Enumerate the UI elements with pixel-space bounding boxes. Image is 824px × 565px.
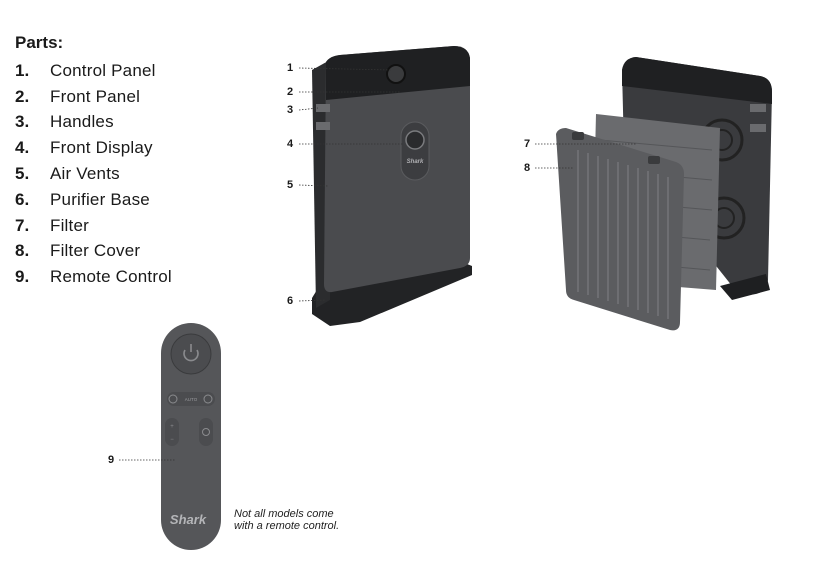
part-name: Filter [50, 215, 89, 235]
note-line: with a remote control. [234, 520, 340, 532]
minus-icon: − [170, 437, 174, 443]
callout-label: 4 [287, 138, 294, 150]
remote-body [161, 323, 221, 550]
part-item: 9. Remote Control [15, 264, 172, 290]
callout-label: 2 [287, 86, 293, 98]
part-number: 8. [15, 241, 30, 261]
callout-label: 5 [287, 179, 293, 191]
part-number: 7. [15, 215, 30, 235]
purifier-exploded-illustration [556, 57, 772, 331]
part-number: 3. [15, 112, 30, 132]
remote-timer-rocker [199, 418, 213, 446]
power-icon [405, 130, 425, 150]
part-name: Control Panel [50, 60, 156, 80]
handle [750, 124, 766, 132]
night-icon [203, 394, 213, 404]
callout-label: 6 [287, 295, 293, 307]
handle [316, 104, 330, 112]
note-line: Not all models come [234, 508, 334, 520]
part-number: 9. [15, 267, 30, 287]
purifier-body [324, 46, 470, 293]
callouts: 1 2 3 4 5 6 7 8 9 [108, 62, 636, 466]
part-item: 8. Filter Cover [15, 239, 172, 265]
callout-label: 3 [287, 104, 293, 116]
part-item: 5. Air Vents [15, 161, 172, 187]
power-icon [183, 349, 199, 362]
callout-label: 1 [287, 62, 293, 74]
part-name: Air Vents [50, 164, 120, 184]
part-number: 2. [15, 86, 30, 106]
part-number: 5. [15, 164, 30, 184]
part-item: 4. Front Display [15, 135, 172, 161]
leader-line [298, 67, 393, 71]
part-item: 1. Control Panel [15, 58, 172, 84]
clean-sense-icon [168, 394, 178, 404]
remote-power-button [170, 333, 212, 375]
timer-icon [202, 428, 210, 436]
part-name: Front Display [50, 138, 153, 158]
dial-icon [386, 64, 406, 84]
part-name: Remote Control [50, 267, 172, 287]
callout-label: 9 [108, 454, 114, 466]
handle [316, 122, 330, 130]
filter-pleat [599, 139, 713, 151]
part-name: Purifier Base [50, 189, 150, 209]
remote-mode-bar [167, 392, 215, 406]
part-item: 3. Handles [15, 110, 172, 136]
parts-list: 1.Control Panel 2.Front Panel 3.Handles … [15, 58, 172, 290]
part-item: 6. Purifier Base [15, 187, 172, 213]
auto-label: AUTO [185, 397, 198, 402]
remote-fan-speed-rocker [165, 418, 179, 446]
remote-control-illustration: AUTO + − Shark [161, 323, 221, 550]
leader-line [298, 107, 319, 111]
remote-brand-logo: Shark [170, 512, 207, 527]
brand-logo: Shark [407, 159, 424, 165]
purifier-front-illustration: Shark [312, 46, 472, 326]
leader-line [298, 184, 329, 187]
cover-tab [648, 156, 660, 164]
handle [750, 104, 766, 112]
housing-base [720, 274, 770, 300]
plus-icon: + [170, 424, 174, 430]
part-number: 6. [15, 189, 30, 209]
callout-label: 7 [524, 138, 530, 150]
callout-label: 8 [524, 162, 530, 174]
remote-note: Not all models come with a remote contro… [234, 508, 339, 532]
parts-title: Parts: [15, 33, 64, 52]
cover-tab [572, 132, 584, 140]
part-name: Handles [50, 112, 114, 132]
part-name: Front Panel [50, 86, 141, 106]
part-item: 7. Filter [15, 213, 172, 239]
housing-top [622, 57, 772, 104]
part-name: Filter Cover [50, 241, 141, 261]
purifier-base [312, 262, 472, 326]
part-number: 4. [15, 138, 30, 158]
part-number: 1. [15, 60, 30, 80]
part-item: 2. Front Panel [15, 84, 172, 110]
